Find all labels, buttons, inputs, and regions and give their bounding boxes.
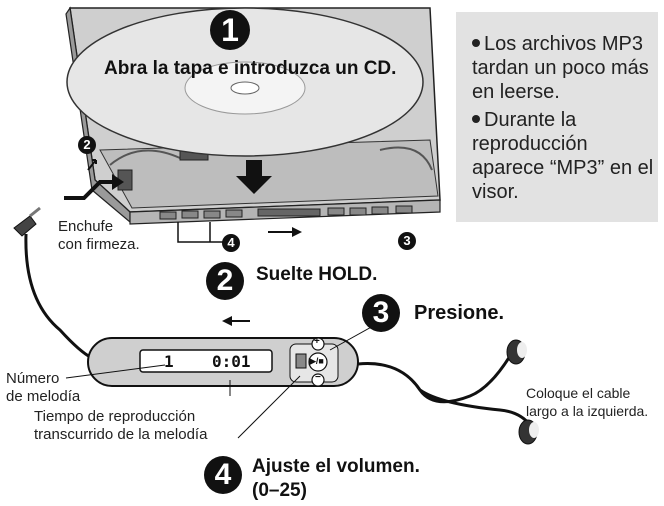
insert-arrow-icon (236, 160, 272, 194)
cd-disc (66, 7, 424, 157)
note-box: Los archivos MP3 tardan un poco más en l… (456, 12, 658, 222)
remote-cable-left (24, 233, 93, 360)
mini-badge-3: 3 (398, 232, 416, 250)
note-text: Los archivos MP3 tardan un poco más en l… (472, 33, 649, 103)
plus-button-label: + (314, 336, 320, 347)
step3-instruction: Presione. (414, 302, 505, 324)
step3-badge: 3 (362, 294, 400, 332)
step1-instruction: Abra la tapa e introduzca un CD. (104, 58, 397, 79)
display-time: 0:01 (212, 352, 251, 371)
remote-control (87, 337, 359, 387)
step4-badge: 4 (204, 456, 242, 494)
play-stop-button-label: ▶/■ (309, 356, 324, 366)
leader-track (65, 364, 166, 379)
step4-range: (0–25) (252, 480, 307, 501)
minus-button-label: − (315, 372, 321, 383)
earphone-cable (357, 355, 532, 426)
small-up-arrow-icon (87, 159, 97, 171)
step2-badge: 2 (206, 262, 244, 300)
earphone-bottom (518, 419, 539, 445)
cable-left-label: Coloque el cable largo a la izquierda. (526, 385, 649, 419)
bullet-icon (472, 114, 480, 123)
mini-badge-2: 2 (78, 136, 96, 154)
leader-step4 (237, 375, 301, 439)
display-track: 1 (164, 352, 174, 371)
elapsed-time-label: Tiempo de reproducción transcurrido de l… (34, 408, 208, 443)
earphone-top (506, 339, 527, 365)
headphone-plug (13, 206, 41, 237)
note-text: Durante la reproducción aparece “MP3” en… (472, 109, 654, 203)
plug-arrow-icon (64, 180, 116, 200)
note-item: Durante la reproducción aparece “MP3” en… (472, 108, 658, 204)
player-front-buttons (159, 205, 413, 220)
mini-badge-4: 4 (222, 234, 240, 252)
step1-badge: 1 (210, 10, 250, 50)
step4-instruction: Ajuste el volumen. (252, 456, 420, 477)
note-item: Los archivos MP3 tardan un poco más en l… (472, 32, 658, 104)
bullet-icon (472, 38, 480, 47)
step2-instruction: Suelte HOLD. (256, 264, 378, 285)
plug-firmly-label: Enchufe con firmeza. (58, 218, 140, 253)
track-number-label: Número de melodía (6, 370, 81, 405)
